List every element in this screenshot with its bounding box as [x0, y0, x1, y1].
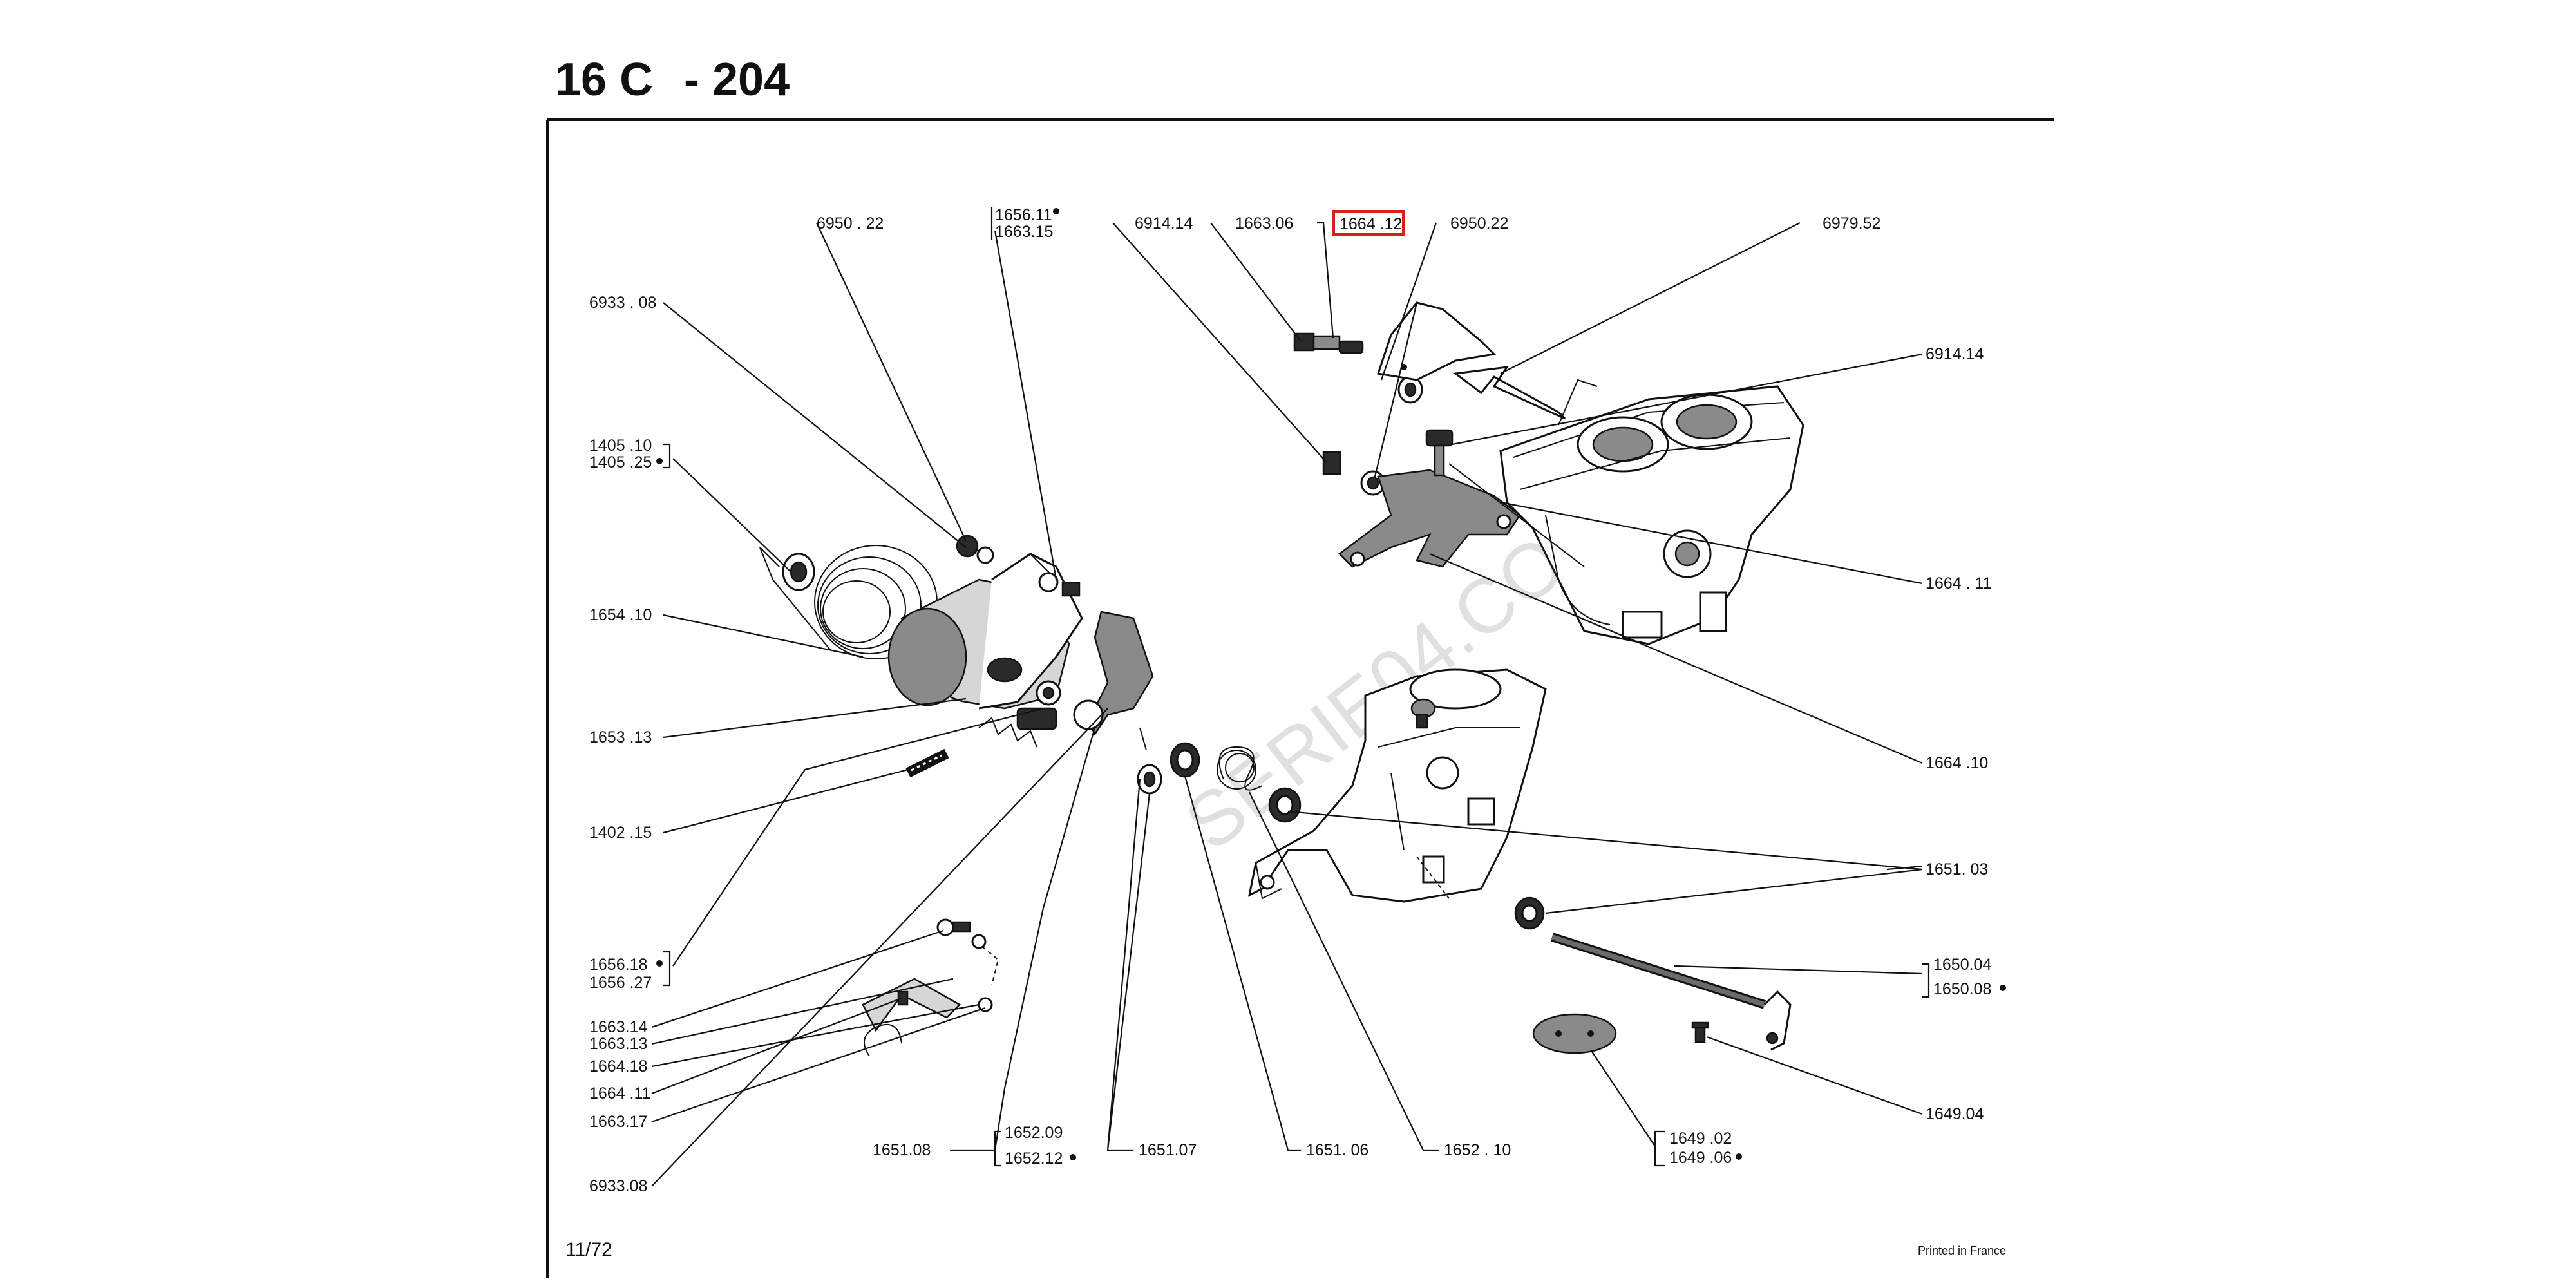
part-labels-right: 6914.14 1664 . 11 1664 .10 1651. 03 1650…: [1926, 345, 2006, 1123]
label-1664-11-left: 1664 .11: [589, 1084, 650, 1103]
label-6933-08-b: 6933.08: [589, 1177, 647, 1195]
bullet-dot: [1736, 1153, 1742, 1160]
throttle-lever-1664-11: [1338, 469, 1521, 568]
footer-date-code: 11/72: [565, 1239, 612, 1260]
leader-lines: [651, 222, 1930, 1187]
label-6933-08-a: 6933 . 08: [589, 294, 656, 312]
label-1653-13: 1653 .13: [589, 728, 652, 746]
housing-nut-and-washer: [956, 535, 994, 564]
page-title-model: - 204: [684, 54, 790, 106]
carburetor-body-upper: [1448, 379, 1804, 645]
lower-screw-6914-14: [1322, 451, 1341, 475]
label-1656-18: 1656.18: [589, 956, 647, 974]
throttle-disc: [1532, 1013, 1617, 1054]
disc-screw: [1691, 1021, 1709, 1043]
label-1651-08: 1651.08: [873, 1141, 931, 1159]
label-1663-13: 1663.13: [589, 1035, 647, 1053]
washers-middle: [1137, 742, 1200, 795]
ring-gasket-middle: [1268, 787, 1302, 823]
bullet-dot: [2000, 985, 2006, 991]
upper-screw-1663-06: [1293, 332, 1364, 354]
bullet-dot: [656, 458, 663, 464]
part-labels-left: 6933 . 08 1405 .10 1405 .25 1654 .10 165…: [589, 294, 663, 1195]
label-1664-10: 1664 .10: [1926, 754, 1988, 772]
label-1405-25: 1405 .25: [589, 453, 652, 471]
label-1650-08: 1650.08: [1933, 980, 1991, 998]
label-6914-14-b: 6914.14: [1926, 345, 1984, 363]
label-1656-27: 1656 .27: [589, 974, 652, 992]
label-6979-52: 6979.52: [1823, 214, 1880, 232]
page-title-series: 16 C: [555, 54, 653, 106]
choke-housing: [887, 553, 1083, 710]
direction-arrow: [1453, 366, 1566, 420]
label-1650-04: 1650.04: [1933, 956, 1991, 974]
label-1664-11-right: 1664 . 11: [1926, 574, 1991, 592]
label-1664-12: 1664 .12: [1340, 215, 1402, 233]
return-spring-middle: [1217, 746, 1263, 791]
label-1663-17: 1663.17: [589, 1113, 647, 1131]
lower-left-bracket-assembly: [862, 918, 999, 1057]
label-1402-15: 1402 .15: [589, 824, 652, 842]
label-1663-06: 1663.06: [1235, 214, 1293, 232]
ring-gasket-left: [782, 553, 815, 591]
bullet-dot: [656, 960, 663, 967]
label-1654-10: 1654 .10: [589, 606, 652, 624]
label-1663-15: 1663.15: [995, 223, 1053, 241]
long-screw-1402-15: [905, 748, 949, 778]
label-6914-14-a: 6914.14: [1135, 214, 1193, 232]
plunger-spring: [978, 707, 1057, 748]
label-1649-06: 1649 .06: [1669, 1149, 1732, 1167]
label-6950-22-b: 6950.22: [1450, 214, 1508, 232]
carburetor-body-lower: [1247, 668, 1547, 903]
label-1663-14: 1663.14: [589, 1018, 647, 1036]
label-1656-11: 1656.11: [995, 206, 1052, 224]
small-screw-and-washer: [1038, 572, 1081, 597]
label-1651-07: 1651.07: [1139, 1141, 1197, 1159]
label-1651-03: 1651. 03: [1926, 860, 1988, 878]
upper-washer-6950-22: [1397, 375, 1423, 404]
label-1405-10: 1405 .10: [589, 437, 652, 455]
choke-lever: [1073, 611, 1154, 751]
label-1651-06: 1651. 06: [1306, 1141, 1368, 1159]
highlight-box: [1332, 210, 1405, 236]
part-labels-top: 6950 . 22 1656.11 1663.15 6914.14 1663.0…: [817, 206, 1880, 241]
label-6950-22-a: 6950 . 22: [817, 214, 884, 232]
label-1652-09: 1652.09: [1005, 1124, 1063, 1142]
bullet-dot: [1053, 208, 1059, 214]
adjusting-screw-6914-14: [1425, 429, 1454, 477]
label-1652-10: 1652 . 10: [1444, 1141, 1511, 1159]
label-1649-04: 1649.04: [1926, 1105, 1984, 1123]
footer-printed-in-france: Printed in France: [1918, 1244, 2006, 1257]
label-1649-02: 1649 .02: [1669, 1130, 1732, 1148]
throttle-spindle: [1550, 933, 1792, 1051]
throttle-sector-plate: [1377, 301, 1497, 381]
part-labels-bottom: 1651.08 1652.09 1652.12 1651.07 1651. 06…: [873, 1124, 1742, 1168]
bullet-dot: [1070, 1154, 1076, 1160]
ring-gasket-right: [1514, 896, 1545, 930]
label-1664-18: 1664.18: [589, 1057, 647, 1075]
label-1652-12: 1652.12: [1005, 1150, 1063, 1168]
